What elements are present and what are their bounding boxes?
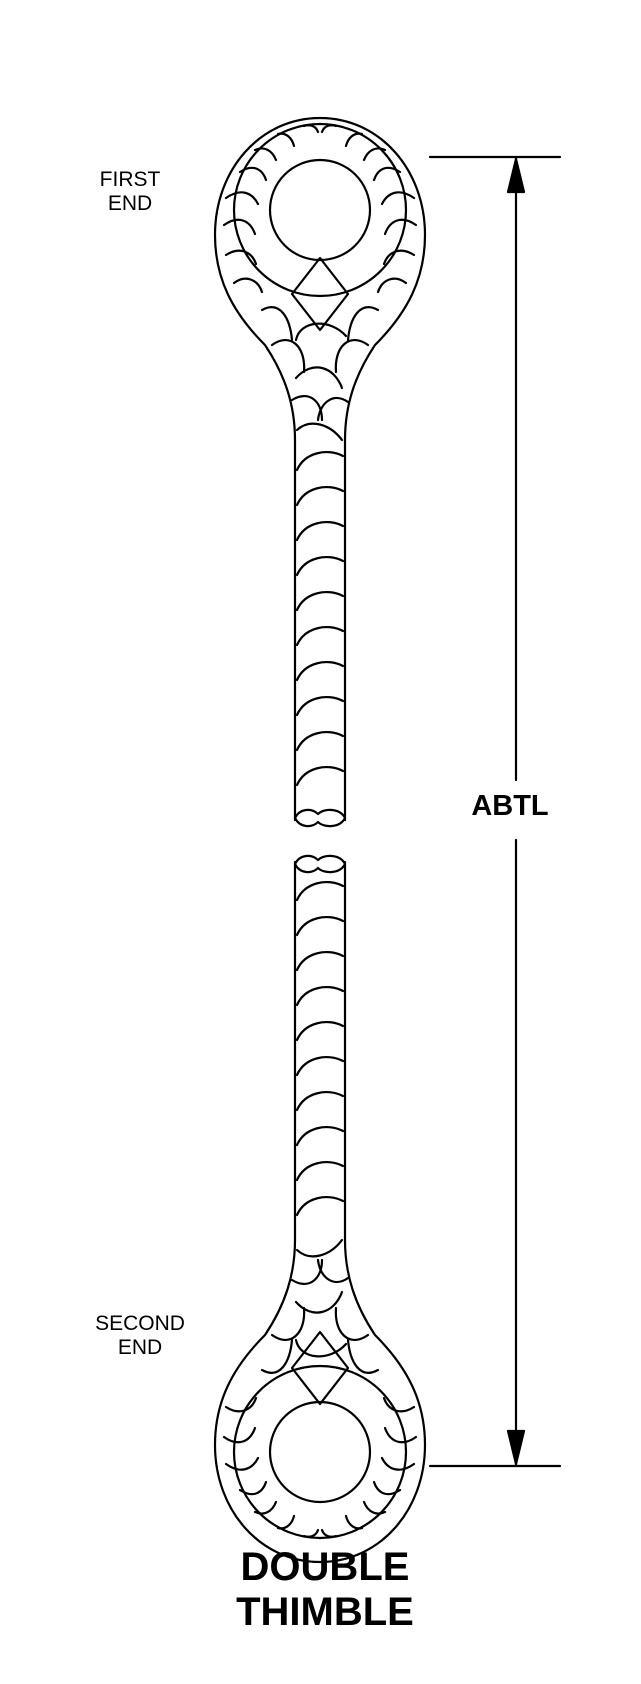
first-end-thimble bbox=[213, 116, 427, 828]
second-end-thimble-hole bbox=[268, 1400, 372, 1504]
second-end-eye-outline bbox=[213, 860, 427, 1564]
second-end-label: SECOND END bbox=[75, 1312, 205, 1360]
second-end-label-line-2: END bbox=[117, 1336, 163, 1360]
first-end-thimble-hole bbox=[268, 158, 372, 262]
dimension-arrow-bottom bbox=[506, 1429, 526, 1466]
first-end-thimble-point bbox=[290, 256, 350, 332]
second-end-thimble bbox=[213, 854, 427, 1564]
first-end-label-line-2: END bbox=[107, 192, 153, 216]
second-end-cut bbox=[293, 854, 347, 874]
first-end-label: FIRST END bbox=[80, 168, 180, 216]
first-end-label-line-1: FIRST bbox=[99, 168, 161, 191]
second-end-label-line-1: SECOND bbox=[95, 1312, 185, 1335]
first-end-thimble-ring bbox=[232, 122, 408, 298]
second-end-thimble-point bbox=[290, 1330, 350, 1406]
title-line-2: THIMBLE bbox=[236, 1589, 414, 1634]
first-end-cut bbox=[293, 808, 347, 828]
first-end-eye-outline bbox=[213, 116, 427, 822]
diagram-title: DOUBLE THIMBLE bbox=[180, 1545, 470, 1635]
abtl-dimension bbox=[428, 155, 562, 1468]
second-end-thimble-ring bbox=[232, 1364, 408, 1540]
abtl-dimension-label: ABTL bbox=[455, 790, 565, 824]
title-line-1: DOUBLE bbox=[240, 1545, 410, 1589]
dimension-arrow-top bbox=[506, 157, 526, 194]
